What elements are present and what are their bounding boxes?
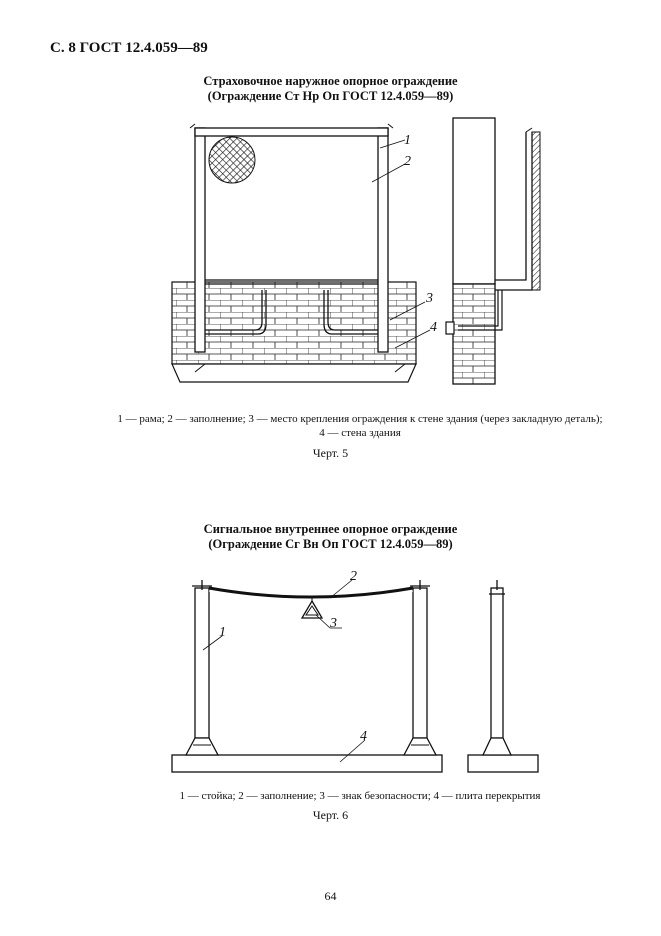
- page-header: С. 8 ГОСТ 12.4.059—89: [50, 40, 208, 56]
- figure5-title-line1: Страховочное наружное опорное ограждение: [203, 74, 458, 88]
- figure6-drawing: 1 2 3 4: [171, 569, 539, 773]
- figure5-caption-line2: 4 — стена здания: [319, 427, 401, 439]
- figure6-caption: 1 — стойка; 2 — заполнение; 3 — знак без…: [179, 790, 541, 802]
- fig5-label-3: 3: [425, 291, 433, 306]
- floor-slab: [171, 754, 443, 773]
- post-side: [490, 587, 504, 739]
- fig5-label-4: 4: [430, 320, 437, 335]
- fig6-label-1: 1: [219, 625, 226, 640]
- building-wall-side: [445, 117, 541, 385]
- mesh-filling-icon: [208, 136, 256, 184]
- fig5-label-2: 2: [404, 154, 411, 169]
- post-left: [194, 587, 210, 739]
- post-right: [412, 587, 428, 739]
- figure5-caption-line1: 1 — рама; 2 — заполнение; 3 — место креп…: [117, 413, 603, 425]
- figure5-title-line2: (Ограждение Ст Нр Оп ГОСТ 12.4.059—89): [207, 89, 454, 103]
- figure6-title-line2: (Ограждение Сг Вн Оп ГОСТ 12.4.059—89): [208, 537, 453, 551]
- building-wall-front: [171, 281, 417, 383]
- fig5-label-1: 1: [404, 133, 411, 148]
- fig6-label-2: 2: [350, 569, 357, 584]
- fig6-label-3: 3: [329, 616, 337, 631]
- fig6-label-4: 4: [360, 729, 367, 744]
- guard-frame: [189, 123, 394, 353]
- figure6-title-line1: Сигнальное внутреннее опорное ограждение: [203, 522, 458, 536]
- figure6-name: Черт. 6: [312, 808, 349, 822]
- page-number: 64: [324, 889, 337, 903]
- figure5-name: Черт. 5: [312, 446, 349, 460]
